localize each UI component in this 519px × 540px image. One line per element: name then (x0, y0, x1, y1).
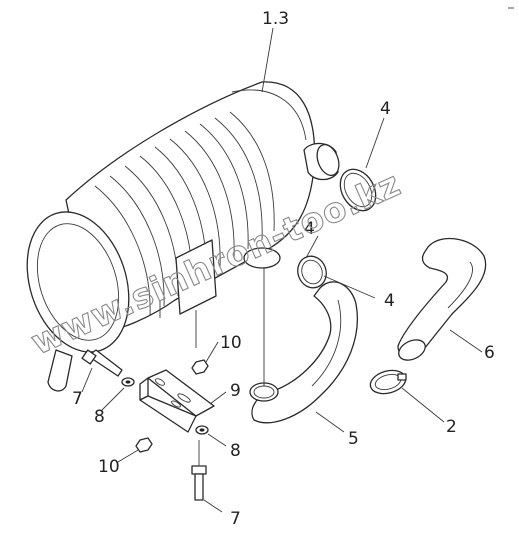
callout-8-lower: 8 (230, 441, 241, 461)
callout-5: 5 (348, 429, 359, 449)
hose-6 (397, 237, 487, 361)
callout-7-lower: 7 (230, 509, 241, 529)
nut-lower (135, 437, 153, 453)
callout-4-middle: 4 (304, 219, 315, 239)
bolt-upper (81, 349, 123, 377)
air-filter-housing (26, 81, 340, 392)
hose-clamp-2 (369, 369, 407, 395)
bolt-lower (191, 440, 207, 501)
clamp-upper (339, 168, 377, 212)
hose-5 (249, 281, 358, 424)
callout-4-right: 4 (384, 291, 395, 311)
callout-10-upper: 10 (220, 333, 242, 353)
callout-10-lower: 10 (98, 457, 120, 477)
nut-upper (191, 359, 209, 375)
callout-9: 9 (230, 381, 241, 401)
callout-6: 6 (484, 343, 495, 363)
mounting-bracket-9 (139, 369, 215, 433)
callout-8-upper: 8 (94, 407, 105, 427)
callout-4-upper: 4 (380, 99, 391, 119)
callout-7-upper: 7 (72, 389, 83, 409)
callout-2: 2 (446, 417, 457, 437)
clamp-middle-left (243, 247, 281, 269)
washer-upper (121, 377, 135, 387)
callout-1-3: 1.3 (262, 9, 289, 29)
washer-lower (195, 425, 209, 435)
leader-lines (81, 27, 483, 513)
